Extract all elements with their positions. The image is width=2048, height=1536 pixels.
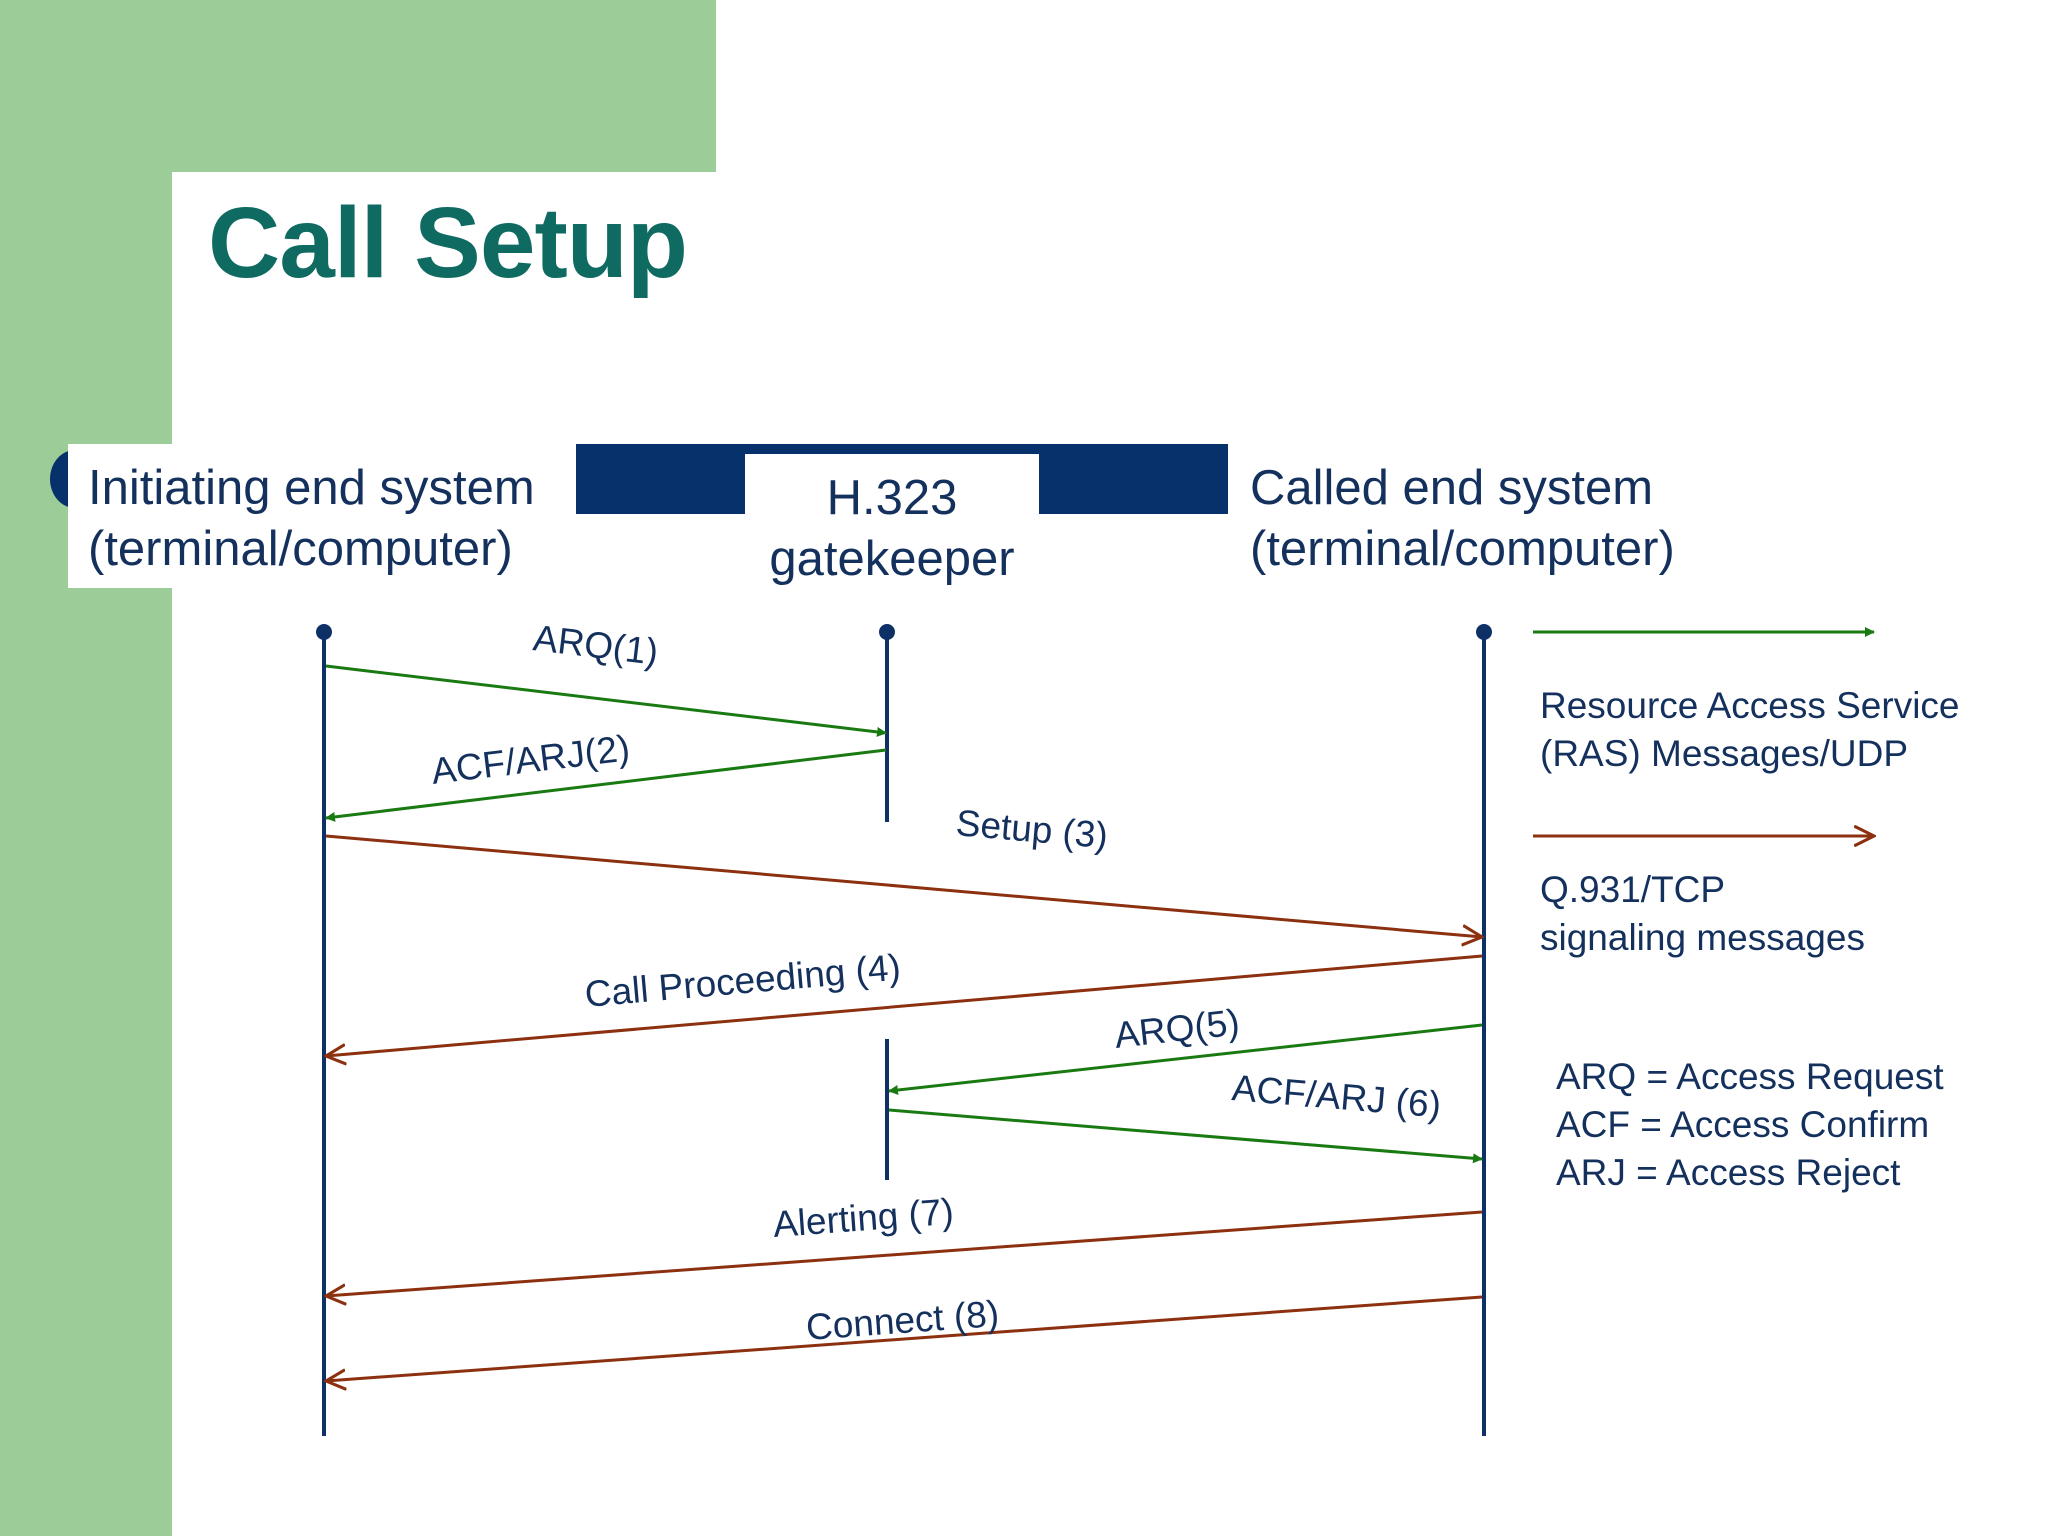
decor-green-left-bar [0, 0, 172, 1536]
called-end-system-label: Called end system (terminal/computer) [1250, 461, 1675, 576]
acf-arj-6-label: ACF/ARJ (6) [1230, 1067, 1442, 1125]
arq-5-label: ARQ(5) [1112, 1001, 1241, 1056]
acf-arj-2-label: ACF/ARJ(2) [429, 727, 632, 792]
title-panel [172, 172, 752, 402]
initiating-end-system-label: Initiating end system (terminal/computer… [88, 461, 535, 576]
setup-3-arrow [325, 834, 1482, 937]
called-header-box [1228, 444, 1706, 588]
call-proceeding-4-label: Call Proceeding (4) [583, 947, 902, 1015]
arq-1-arrow [325, 664, 887, 737]
acf-arj-6-arrow [888, 1108, 1483, 1164]
legend-ras-text: Resource Access Service (RAS) Messages/U… [1540, 685, 1960, 774]
initiating-header-box [68, 444, 576, 588]
gatekeeper-header-box [745, 454, 1039, 588]
setup-3-label: Setup (3) [954, 802, 1109, 856]
connect-8-arrow [326, 1295, 1483, 1381]
arq-1-label: ARQ(1) [531, 617, 660, 673]
abbreviations-list: ARQ = Access Request ACF = Access Confir… [1556, 1053, 1944, 1197]
acf-arj-2-arrow [325, 748, 887, 822]
gatekeeper-label: H.323 gatekeeper [769, 471, 1015, 586]
alerting-7-arrow [326, 1210, 1483, 1296]
call-proceeding-4-arrow [326, 954, 1483, 1056]
abbreviation-arq: ARQ = Access Request [1556, 1056, 1944, 1097]
gatekeeper-lifeline-upper [879, 624, 895, 822]
initiating-lifeline [316, 624, 332, 1436]
alerting-7-label: Alerting (7) [772, 1191, 955, 1245]
connect-8-label: Connect (8) [805, 1293, 1001, 1348]
arq-5-arrow [888, 1023, 1483, 1095]
called-lifeline [1476, 624, 1492, 1436]
slide-title: Call Setup [208, 187, 688, 299]
abbreviation-arj: ARJ = Access Reject [1556, 1152, 1901, 1193]
legend-q931-text: Q.931/TCP signaling messages [1540, 869, 1865, 958]
abbreviation-acf: ACF = Access Confirm [1556, 1104, 1930, 1145]
